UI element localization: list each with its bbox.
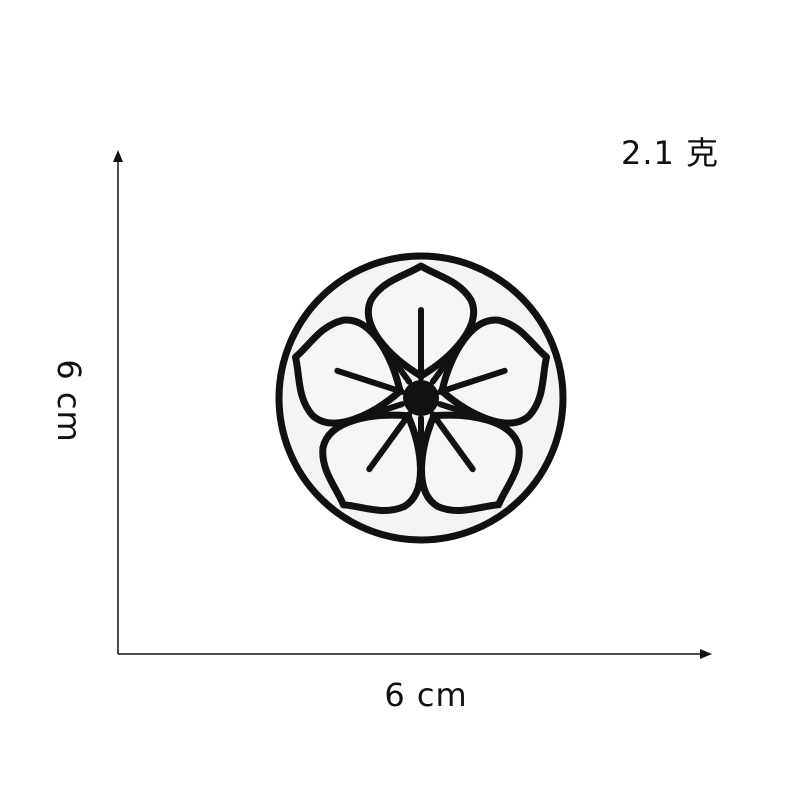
flower-center [403, 380, 439, 416]
width-dimension-label: 6 cm [384, 676, 468, 714]
flower-ray [366, 411, 413, 473]
height-dimension-label: 6 cm [50, 359, 88, 443]
flower-ray [429, 411, 476, 473]
width-axis-arrowhead [700, 649, 712, 659]
weight-label: 2.1 克 [620, 134, 720, 172]
flower-ray [429, 344, 461, 385]
flower-ray [437, 367, 508, 395]
flower-ray [381, 344, 413, 385]
flower-ray [437, 401, 483, 421]
flower-ray [359, 401, 405, 421]
flower-rays [334, 307, 508, 473]
five-petal-flower-emblem-icon [275, 252, 567, 544]
height-axis-arrowhead [113, 150, 123, 162]
flower-ray [334, 367, 405, 395]
